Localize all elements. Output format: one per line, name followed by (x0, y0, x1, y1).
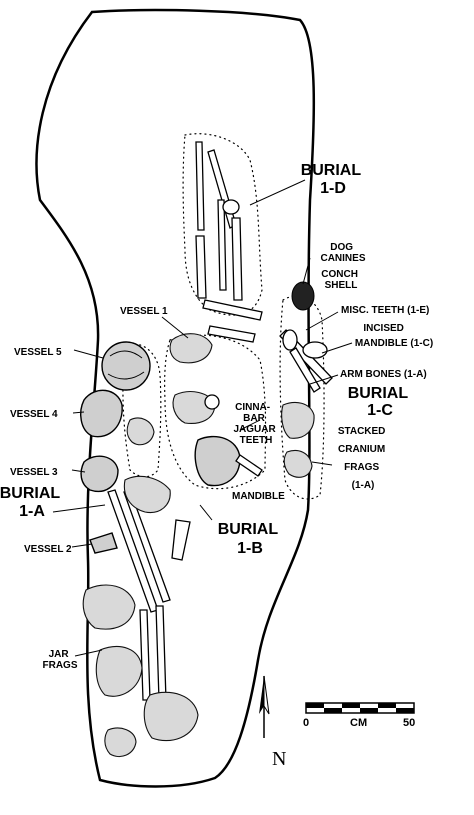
burial-1b-pit-outline (164, 334, 267, 490)
scale-unit: CM (350, 717, 367, 729)
label-incised-mandible: INCISED MANDIBLE (1-C) (355, 323, 433, 349)
label-dog-canines: DOG CANINES (320, 242, 365, 264)
label-jar-frags: JAR FRAGS (43, 649, 78, 671)
jar-fragments-drawing (82, 584, 136, 630)
burial-1d-bones (169, 141, 263, 364)
burial-1b-remains (172, 391, 263, 487)
label-mandible: MANDIBLE (232, 491, 285, 502)
label-burial-1b: BURIAL 1-B (218, 521, 283, 557)
leader-lines (52, 179, 353, 657)
label-burial-1c: BURIAL 1-C (348, 385, 413, 419)
label-jaguar-teeth: JAGUAR TEETH (233, 424, 278, 446)
burial-1a-remains (80, 341, 199, 758)
label-burial-1a: BURIAL 1-A (0, 485, 64, 520)
scale-bar-icon (305, 702, 415, 714)
conch-shell (291, 281, 315, 311)
vessel-4-drawing (80, 389, 123, 438)
label-arm-bones: ARM BONES (1-A) (340, 369, 427, 380)
vessel-2-drawing (89, 532, 118, 554)
label-burial-1d: BURIAL 1-D (301, 162, 366, 197)
north-label: N (272, 748, 286, 770)
label-vessel-5: VESSEL 5 (14, 347, 62, 358)
vessel-3-drawing (80, 455, 119, 492)
scale-max: 50 (403, 717, 415, 729)
label-stacked-cranium-frags: STACKED CRANIUM FRAGS (1-A) (338, 426, 388, 491)
label-vessel-4: VESSEL 4 (10, 409, 58, 420)
label-conch-shell: CONCH SHELL (321, 269, 360, 291)
burial-1c-pit-outline (279, 295, 325, 500)
north-arrow-icon (259, 675, 270, 738)
burial-1c-remains (279, 281, 333, 478)
vessel-5-drawing (101, 341, 151, 391)
scale-min: 0 (303, 717, 309, 729)
label-cinnabar: CINNA- BAR (235, 402, 273, 424)
label-vessel-1: VESSEL 1 (120, 306, 168, 317)
label-vessel-3: VESSEL 3 (10, 467, 58, 478)
label-misc-teeth: MISC. TEETH (1-E) (341, 305, 429, 316)
label-vessel-2: VESSEL 2 (24, 544, 72, 555)
